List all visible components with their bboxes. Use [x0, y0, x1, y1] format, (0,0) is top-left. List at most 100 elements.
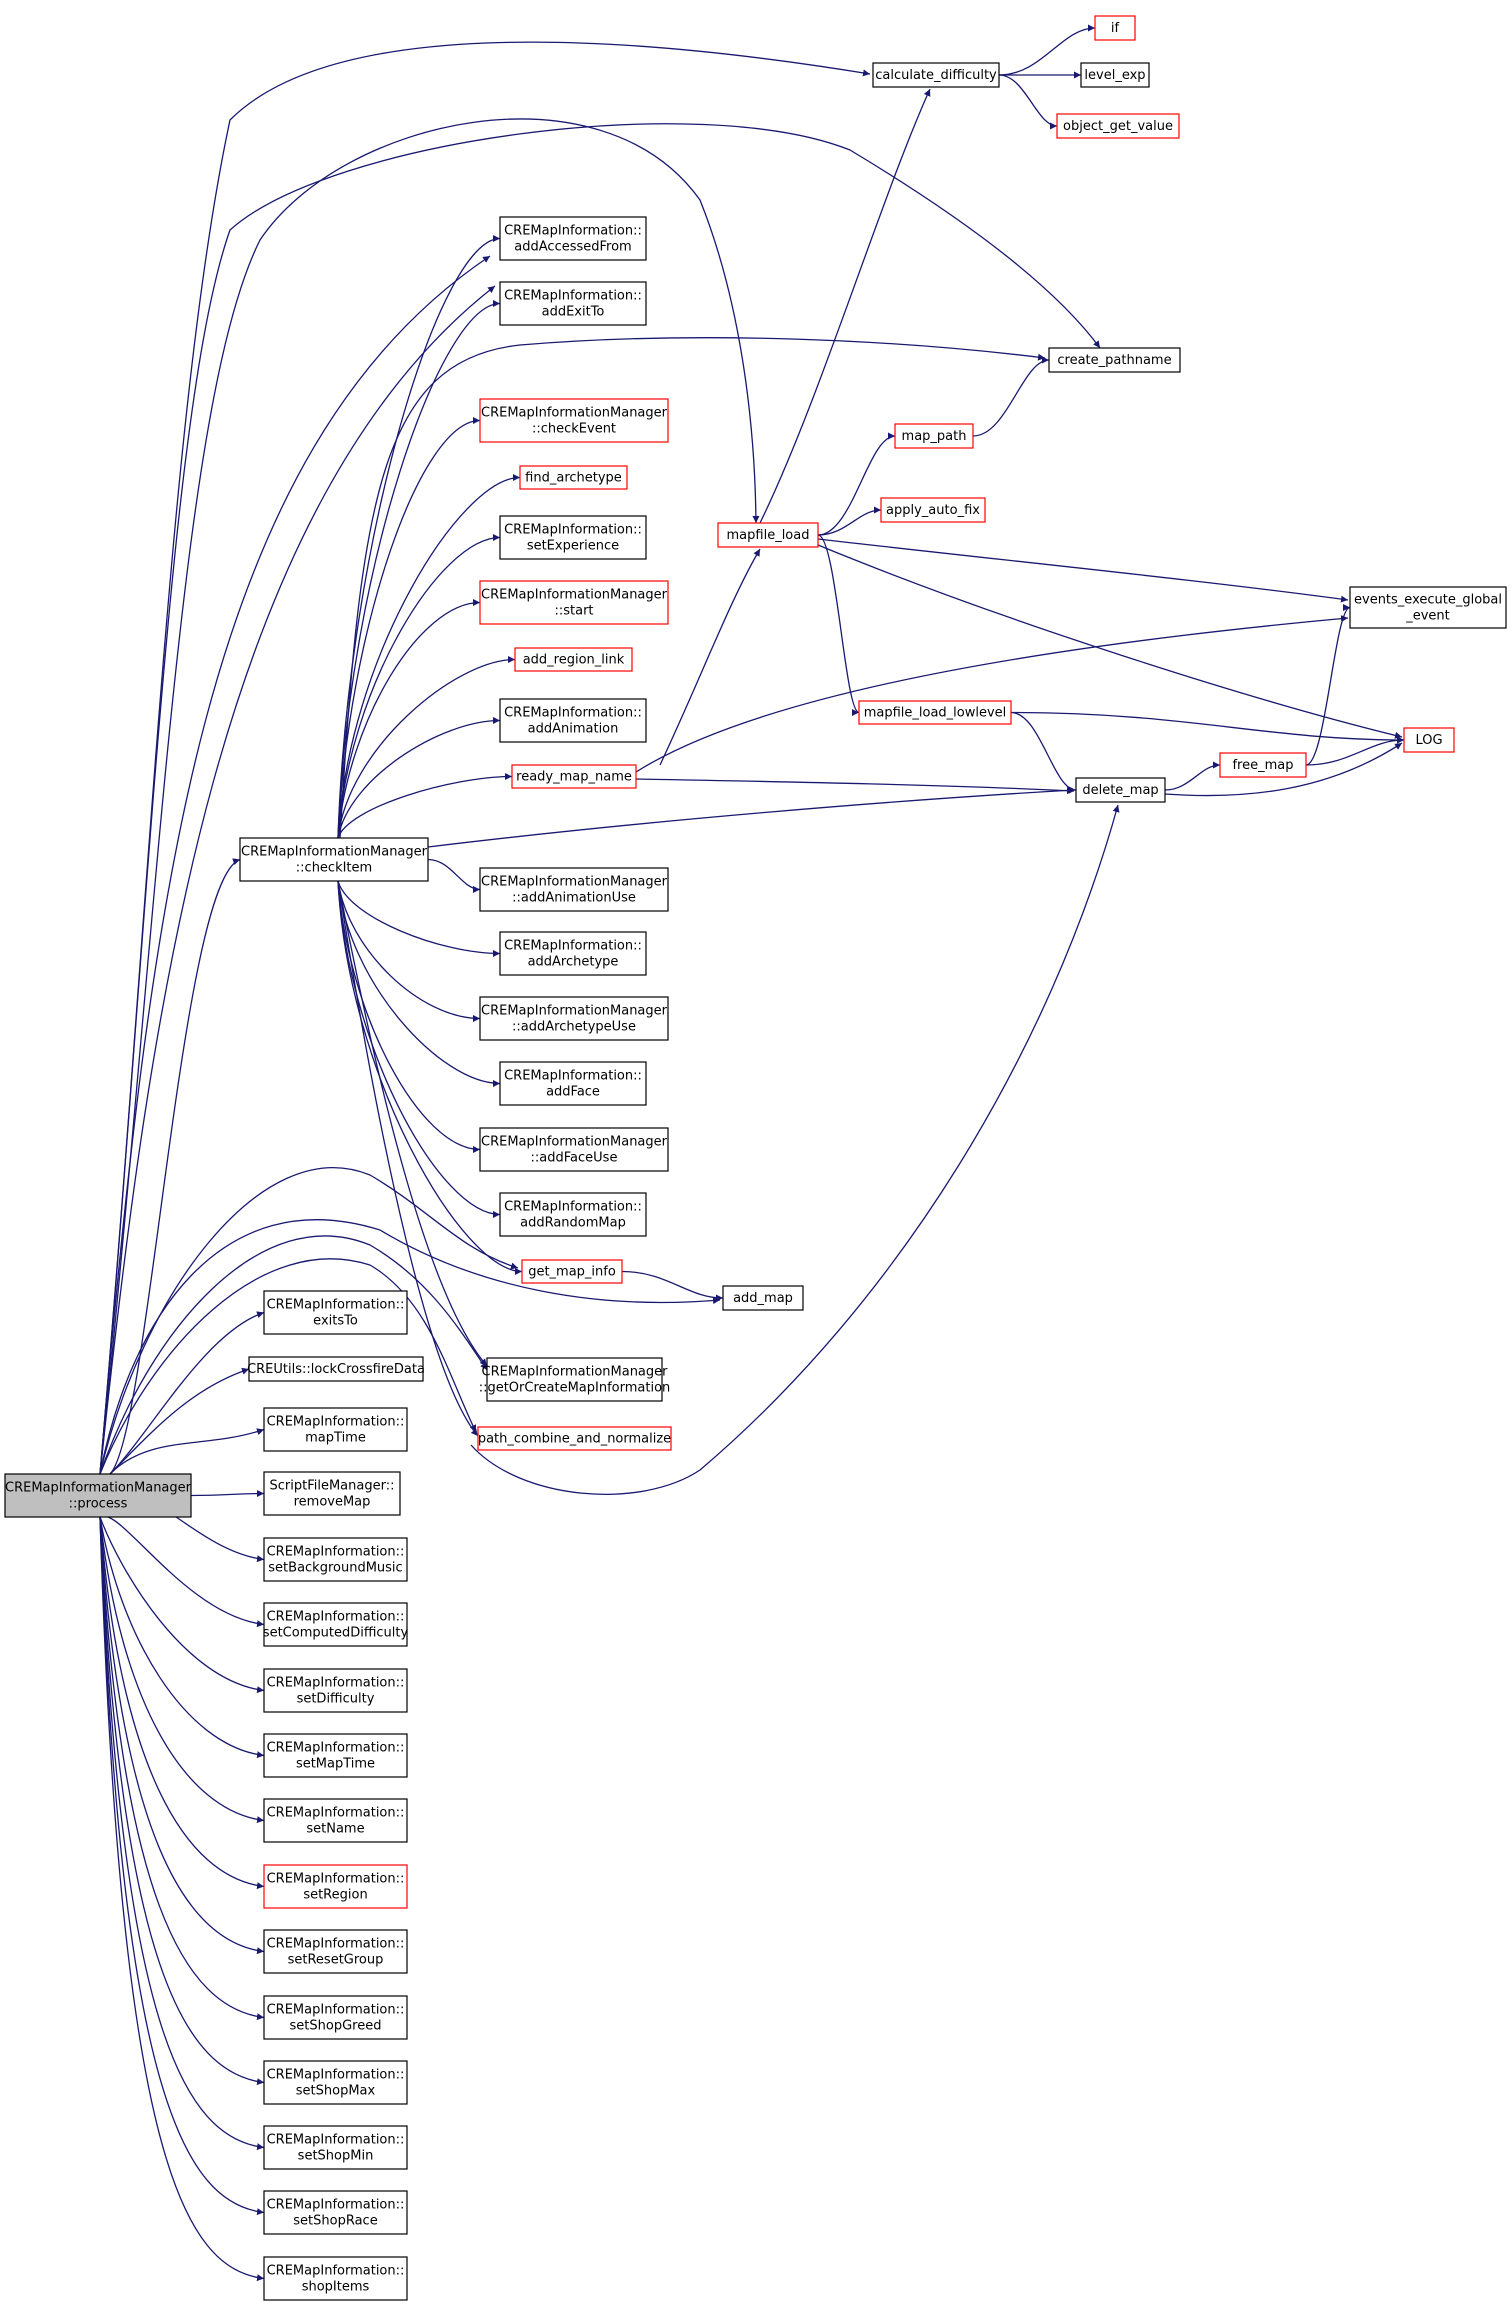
node-free_map[interactable]: free_map — [1219, 752, 1307, 778]
node-setResetGroup[interactable]: CREMapInformation::setResetGroup — [263, 1929, 408, 1974]
node-setDifficulty[interactable]: CREMapInformation::setDifficulty — [263, 1668, 408, 1713]
node-setMapTime[interactable]: CREMapInformation::setMapTime — [263, 1733, 408, 1778]
node-label: CREMapInformation:: — [504, 523, 642, 538]
node-exitsTo[interactable]: CREMapInformation::exitsTo — [263, 1290, 408, 1335]
node-label: CREMapInformationManager — [481, 588, 668, 603]
node-label: mapfile_load — [727, 528, 810, 543]
node-label: ::process — [69, 1497, 128, 1512]
edge-process-to-create_pathname — [99, 123, 1101, 1475]
edge-checkItem-to-addArchetypeUse — [337, 880, 481, 1022]
node-addAnimationUse[interactable]: CREMapInformationManager::addAnimationUs… — [479, 867, 669, 912]
node-setShopRace[interactable]: CREMapInformation::setShopRace — [263, 2190, 408, 2235]
node-get_map_info[interactable]: get_map_info — [521, 1259, 623, 1284]
node-label: mapTime — [305, 1431, 366, 1446]
node-calculate_difficulty[interactable]: calculate_difficulty — [872, 62, 1000, 88]
node-label: CREMapInformationManager — [241, 845, 428, 860]
node-label: CREMapInformation:: — [267, 2003, 405, 2018]
node-label: setResetGroup — [288, 1953, 384, 1968]
edge-process-to-mapTime — [109, 1428, 265, 1475]
node-checkItem[interactable]: CREMapInformationManager::checkItem — [239, 837, 429, 882]
node-start[interactable]: CREMapInformationManager::start — [479, 580, 669, 625]
node-process[interactable]: CREMapInformationManager::process — [4, 1473, 192, 1518]
node-checkEvent[interactable]: CREMapInformationManager::checkEvent — [479, 398, 669, 443]
edge-calculate_difficulty-to-object_get_value — [998, 74, 1058, 130]
node-box — [499, 281, 647, 326]
node-LOG[interactable]: LOG — [1403, 727, 1455, 753]
node-setExperience[interactable]: CREMapInformation::setExperience — [499, 515, 647, 560]
node-addAccessedFrom[interactable]: CREMapInformation::addAccessedFrom — [499, 216, 647, 261]
node-add_region_link[interactable]: add_region_link — [514, 647, 633, 672]
node-box — [872, 62, 1000, 88]
node-lockCrossfireData[interactable]: CREUtils::lockCrossfireData — [247, 1356, 425, 1382]
node-ready_map_name[interactable]: ready_map_name — [511, 764, 637, 789]
node-label: CREMapInformation:: — [267, 1741, 405, 1756]
node-label: ::checkEvent — [532, 422, 616, 437]
node-level_exp[interactable]: level_exp — [1080, 62, 1150, 88]
edge-checkItem-to-addAnimation — [337, 717, 501, 839]
edge-calculate_difficulty-to-if — [998, 24, 1096, 76]
node-delete_map[interactable]: delete_map — [1075, 777, 1166, 803]
node-box — [263, 2190, 408, 2235]
node-box — [263, 2256, 408, 2301]
node-label: ::addAnimationUse — [512, 891, 636, 906]
node-find_archetype[interactable]: find_archetype — [519, 465, 628, 490]
node-removeMap[interactable]: ScriptFileManager::removeMap — [263, 1471, 401, 1516]
node-setShopGreed[interactable]: CREMapInformation::setShopGreed — [263, 1995, 408, 2040]
node-label: setShopRace — [293, 2214, 377, 2229]
node-label: setDifficulty — [297, 1692, 375, 1707]
node-label: CREMapInformationManager — [481, 875, 668, 890]
node-shopItems[interactable]: CREMapInformation::shopItems — [263, 2256, 408, 2301]
node-box — [263, 1864, 408, 1909]
node-if[interactable]: if — [1094, 15, 1136, 41]
edge-mapfile_load-to-LOG — [817, 544, 1403, 739]
node-path_combine[interactable]: path_combine_and_normalize — [477, 1426, 672, 1451]
node-box — [479, 1127, 669, 1172]
node-label: setShopMin — [298, 2149, 374, 2164]
node-addArchetypeUse[interactable]: CREMapInformationManager::addArchetypeUs… — [479, 996, 669, 1041]
node-events_execute[interactable]: events_execute_global_event — [1349, 586, 1507, 629]
node-setName[interactable]: CREMapInformation::setName — [263, 1798, 408, 1843]
node-box — [519, 465, 628, 490]
edge-mapfile_load-to-mapfile_load_lowlevel — [817, 534, 860, 716]
edge-process-to-exitsTo — [109, 1311, 265, 1475]
node-label: CREMapInformation:: — [267, 1610, 405, 1625]
node-setRegion[interactable]: CREMapInformation::setRegion — [263, 1864, 408, 1909]
node-box — [263, 1733, 408, 1778]
node-getOrCreate[interactable]: CREMapInformationManager::getOrCreateMap… — [479, 1357, 671, 1402]
node-box — [263, 1995, 408, 2040]
node-label: CREMapInformation:: — [504, 1200, 642, 1215]
node-setShopMin[interactable]: CREMapInformation::setShopMin — [263, 2125, 408, 2170]
edge-process-to-path_combine — [99, 1258, 477, 1475]
node-setComputedDifficulty[interactable]: CREMapInformation::setComputedDifficulty — [263, 1602, 409, 1647]
edge-mapfile_load-to-apply_auto_fix — [817, 506, 882, 536]
node-box — [263, 1602, 408, 1647]
node-label: ScriptFileManager:: — [270, 1479, 395, 1494]
node-box — [263, 1290, 408, 1335]
edge-checkItem-to-create_pathname — [339, 337, 1046, 839]
edge-process-to-setShopMin — [99, 1516, 265, 2151]
node-mapfile_load[interactable]: mapfile_load — [717, 522, 819, 548]
node-label: CREMapInformation:: — [267, 1415, 405, 1430]
node-object_get_value[interactable]: object_get_value — [1056, 113, 1180, 139]
node-create_pathname[interactable]: create_pathname — [1048, 347, 1181, 373]
node-box — [263, 1929, 408, 1974]
node-addFace[interactable]: CREMapInformation::addFace — [499, 1061, 647, 1106]
node-setBackgroundMusic[interactable]: CREMapInformation::setBackgroundMusic — [263, 1537, 408, 1582]
node-addRandomMap[interactable]: CREMapInformation::addRandomMap — [499, 1192, 647, 1237]
node-map_path[interactable]: map_path — [894, 423, 974, 449]
node-setShopMax[interactable]: CREMapInformation::setShopMax — [263, 2060, 408, 2105]
node-mapTime[interactable]: CREMapInformation::mapTime — [263, 1407, 408, 1452]
node-mapfile_load_lowlevel[interactable]: mapfile_load_lowlevel — [858, 700, 1012, 725]
node-box — [1094, 15, 1136, 41]
node-apply_auto_fix[interactable]: apply_auto_fix — [880, 497, 986, 523]
node-addExitTo[interactable]: CREMapInformation::addExitTo — [499, 281, 647, 326]
node-box — [717, 522, 819, 548]
node-add_map[interactable]: add_map — [722, 1285, 804, 1311]
node-addFaceUse[interactable]: CREMapInformationManager::addFaceUse — [479, 1127, 669, 1172]
node-label: CREMapInformation:: — [267, 1806, 405, 1821]
node-addAnimation[interactable]: CREMapInformation::addAnimation — [499, 698, 647, 743]
node-box — [499, 515, 647, 560]
edge-process-to-setResetGroup — [99, 1516, 265, 1955]
node-label: setComputedDifficulty — [263, 1626, 409, 1641]
node-addArchetype[interactable]: CREMapInformation::addArchetype — [499, 931, 647, 976]
